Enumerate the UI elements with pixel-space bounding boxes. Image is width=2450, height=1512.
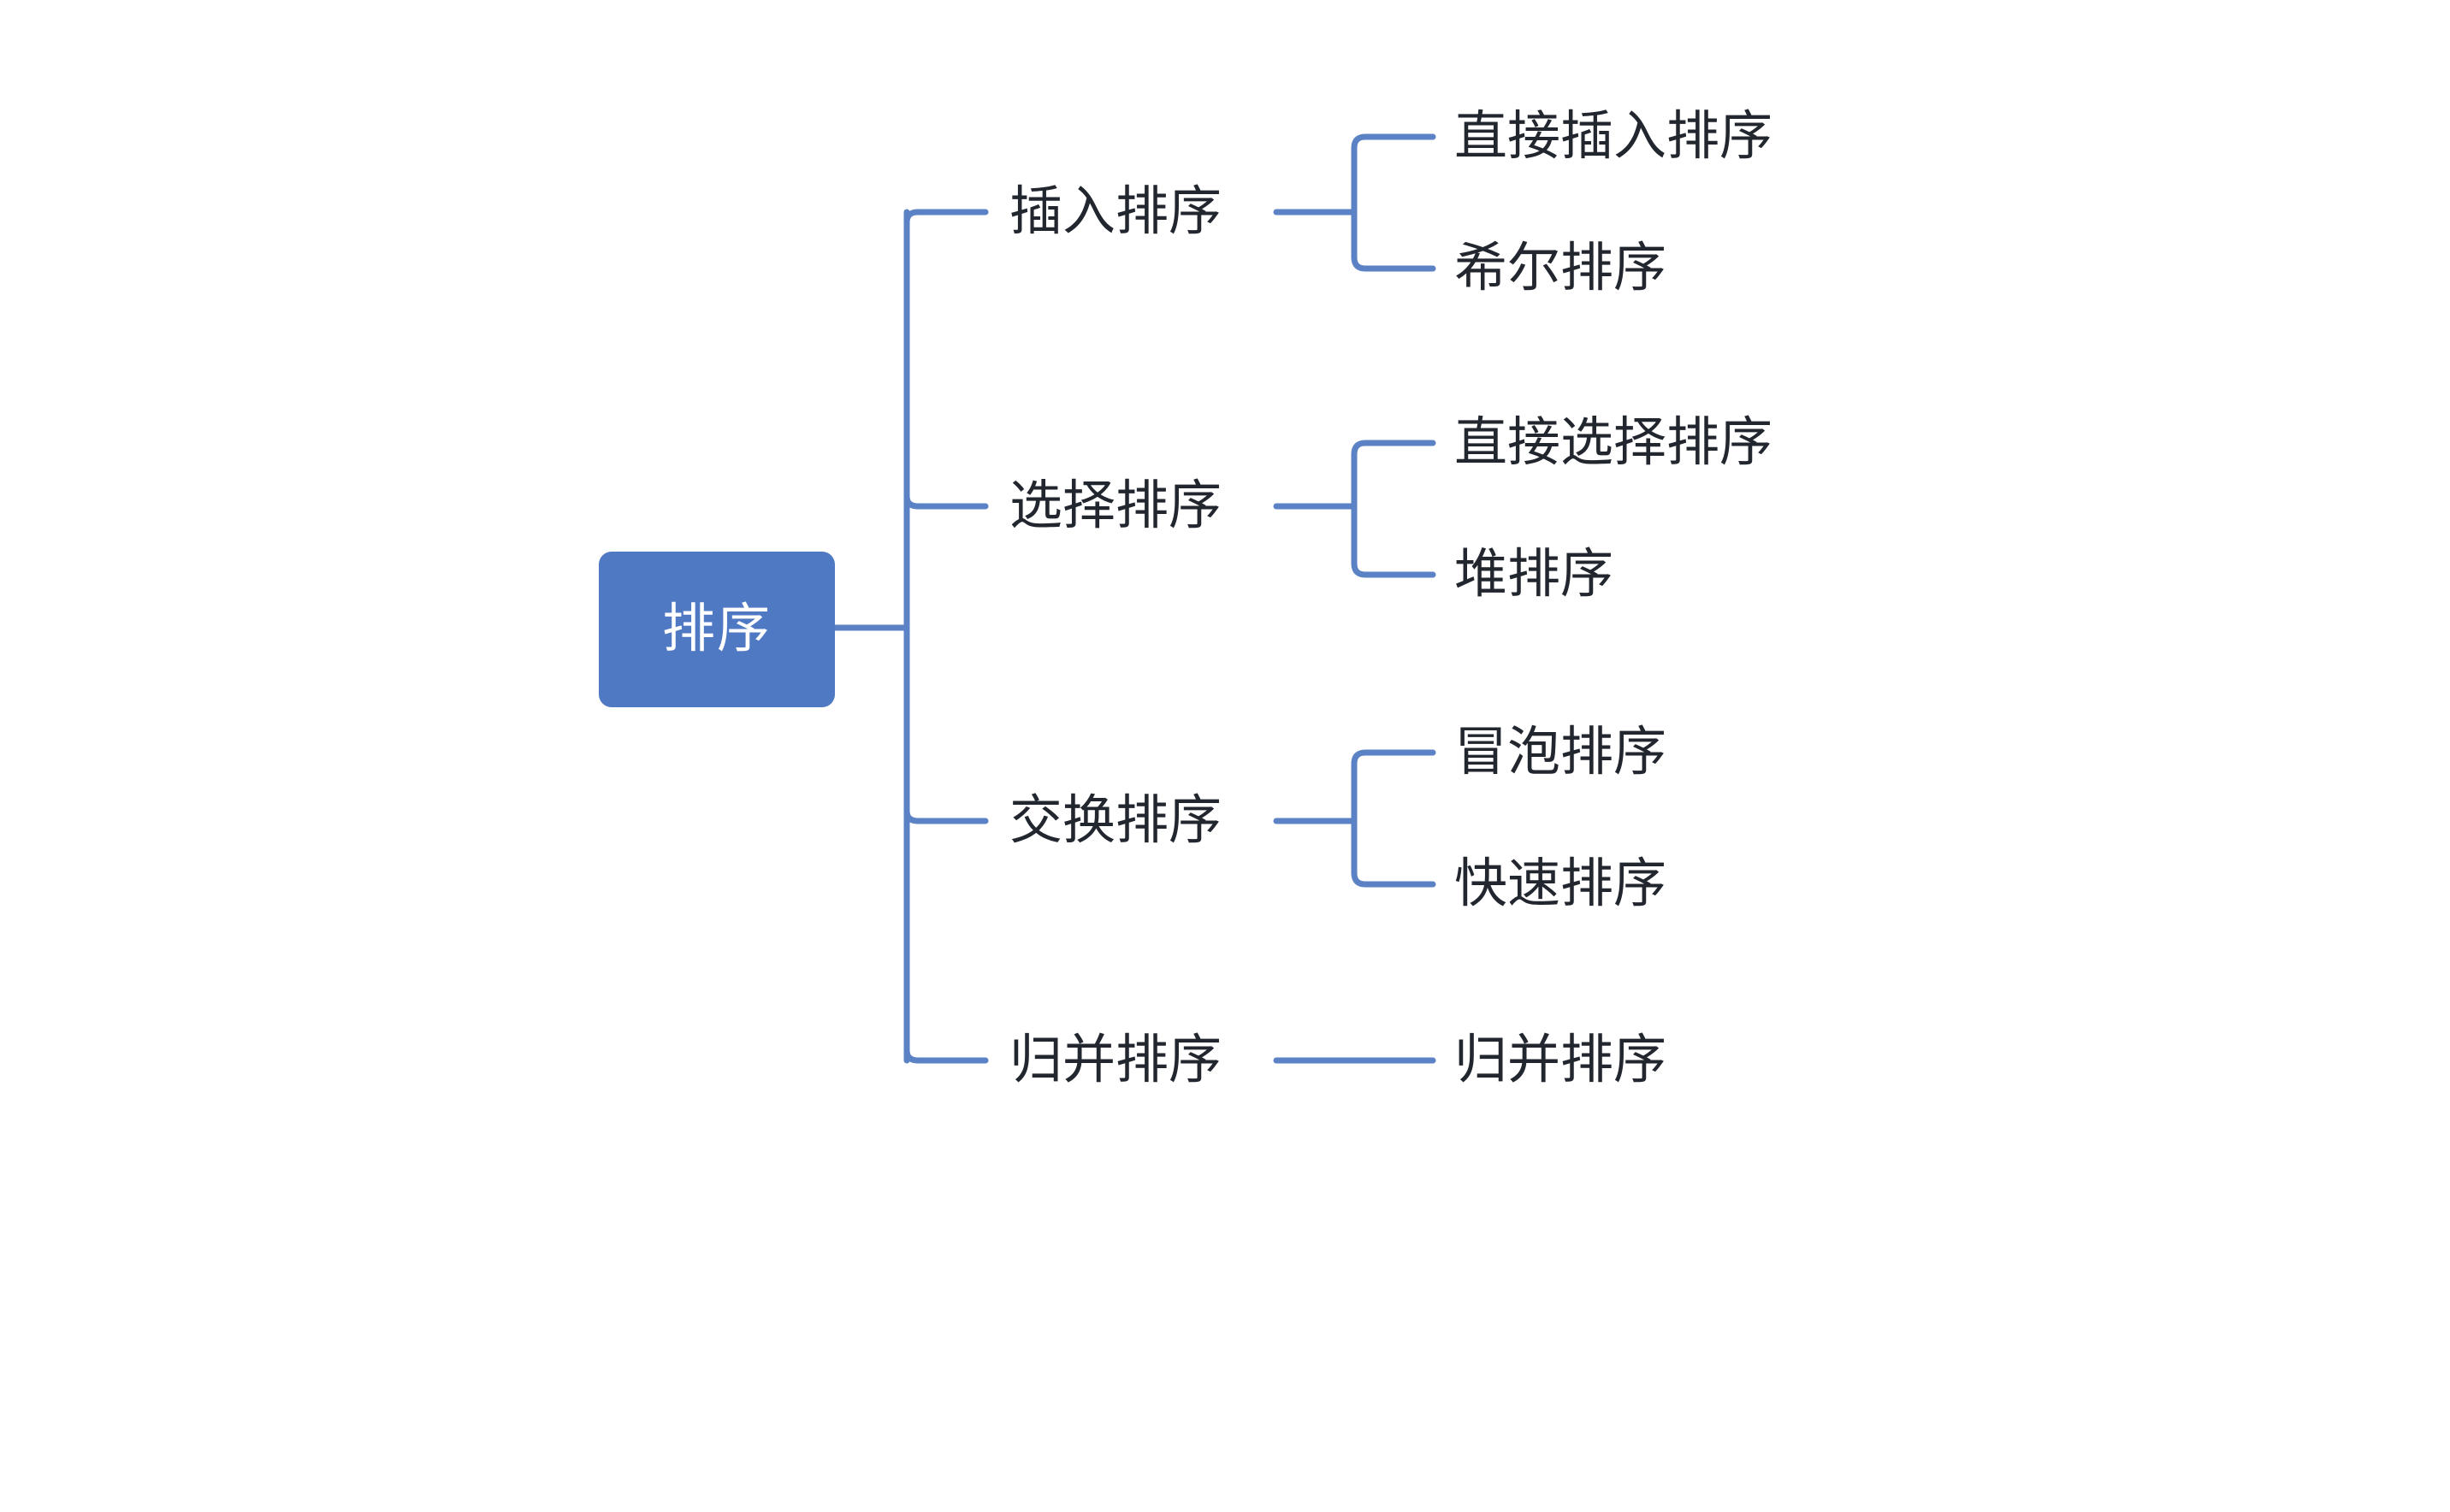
leaf-node-quick-sort[interactable]: 快速排序 [1454,854,1667,913]
connector-branch-3 [903,807,989,824]
connector-branch-4 [903,1047,989,1064]
branch-node-insertion-sort[interactable]: 插入排序 [1009,182,1222,241]
branch-node-selection-sort[interactable]: 选择排序 [1009,476,1222,535]
connector-branch-2 [903,493,989,510]
leaf-node-bubble-sort[interactable]: 冒泡排序 [1454,723,1667,782]
connector-leaf-1-2 [1351,254,1436,272]
connector-leaf-3-1 [1351,749,1436,767]
connector-leaf-3-2 [1351,870,1436,888]
connector-leaf-1-1 [1351,133,1436,151]
branch-node-merge-sort[interactable]: 归并排序 [1009,1031,1222,1090]
connector-branch-1 [903,209,989,226]
branch-node-exchange-sort[interactable]: 交换排序 [1009,791,1222,850]
leaf-node-merge-sort[interactable]: 归并排序 [1454,1031,1667,1090]
leaf-node-direct-selection-sort[interactable]: 直接选择排序 [1454,413,1773,472]
leaf-node-direct-insertion-sort[interactable]: 直接插入排序 [1454,107,1773,166]
connector-leaf-2-1 [1351,440,1436,458]
root-node[interactable]: 排序 [599,552,835,707]
leaf-node-shell-sort[interactable]: 希尔排序 [1454,239,1667,298]
connector-leaf-2-2 [1351,560,1436,578]
root-node-label: 排序 [661,599,772,659]
leaf-node-heap-sort[interactable]: 堆排序 [1454,545,1614,604]
